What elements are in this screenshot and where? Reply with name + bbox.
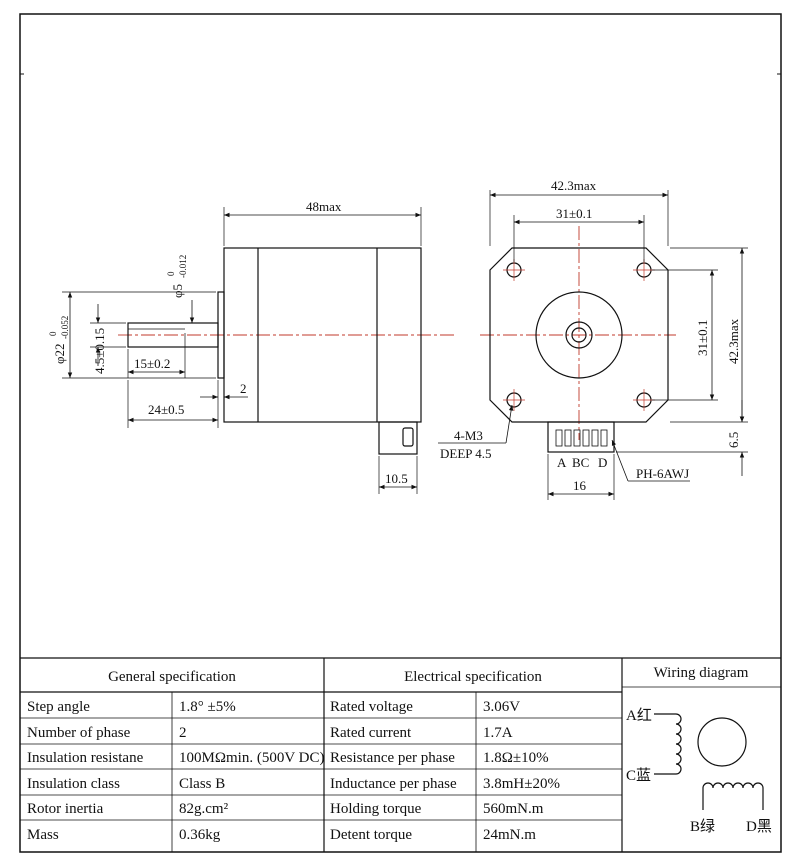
electrical-row-label: Holding torque [330, 801, 422, 817]
wire-label-d: D黑 [746, 819, 772, 835]
general-row-value: 1.8° ±5% [179, 699, 236, 715]
front-body [489, 247, 669, 423]
motor-body [223, 247, 422, 423]
general-row-label: Step angle [27, 699, 90, 715]
label-pin-bc: BC [572, 455, 589, 470]
label-connector-front: 16 [573, 478, 587, 493]
svg-text:0: 0 [48, 331, 58, 336]
svg-text:42.3max: 42.3max [726, 318, 741, 364]
front-connector [547, 421, 615, 453]
electrical-row-value: 3.8mH±20% [483, 776, 560, 792]
general-row-value: 82g.cm² [179, 801, 229, 817]
label-connector-offset: 6.5 [726, 432, 741, 448]
label-pin-a: A [557, 455, 567, 470]
label-flat-depth: 4.5±0.15 [92, 328, 107, 374]
label-flat-length: 15±0.2 [134, 356, 170, 371]
side-connector-latch [402, 427, 414, 447]
general-row-value: Class B [179, 776, 225, 792]
wire-label-a: A红 [626, 707, 652, 724]
electrical-row-value: 560mN.m [483, 801, 544, 817]
front-shaft-inner [571, 327, 587, 343]
general-spec-header: General specification [108, 669, 236, 685]
front-boss [535, 291, 623, 379]
svg-text:31±0.1: 31±0.1 [695, 320, 710, 356]
label-pin-d: D [598, 455, 607, 470]
general-row-value: 2 [179, 725, 187, 741]
general-row-label: Insulation resistane [27, 750, 144, 766]
general-row-label: Number of phase [27, 725, 131, 741]
front-shaft-outer [565, 321, 593, 349]
electrical-row-label: Detent torque [330, 827, 412, 843]
coil-ac [675, 713, 682, 775]
label-hole-pitch-v: 31±0.1 [695, 320, 710, 356]
outer-frame [19, 13, 782, 853]
label-48max: 48max [306, 199, 342, 214]
label-holes-2: DEEP 4.5 [440, 446, 492, 461]
electrical-row-value: 1.7A [483, 725, 513, 741]
electrical-row-label: Rated current [330, 725, 412, 741]
general-row-label: Insulation class [27, 776, 120, 792]
svg-text:6.5: 6.5 [726, 432, 741, 448]
svg-text:φ22: φ22 [52, 343, 67, 364]
wiring-diagram-header: Wiring diagram [654, 665, 749, 681]
spec-table [20, 657, 781, 852]
label-height-max: 42.3max [726, 318, 741, 364]
label-shaft-dia: φ5 0 -0.012 [166, 255, 188, 298]
general-row-label: Rotor inertia [27, 801, 104, 817]
label-hole-pitch-h: 31±0.1 [556, 206, 592, 221]
electrical-row-label: Resistance per phase [330, 750, 455, 766]
label-boss-height: 2 [240, 381, 247, 396]
electrical-row-label: Inductance per phase [330, 776, 457, 792]
wire-label-b: B绿 [690, 818, 715, 835]
svg-text:φ5: φ5 [170, 284, 185, 298]
general-row-value: 100MΩmin. (500V DC) [179, 750, 324, 766]
label-connector-model: PH-6AWJ [636, 466, 689, 481]
coil-bd [702, 782, 764, 789]
general-row-label: Mass [27, 827, 59, 843]
electrical-row-value: 24mN.m [483, 827, 536, 843]
rotor-symbol [697, 717, 747, 767]
label-holes-1: 4-M3 [454, 428, 483, 443]
svg-text:-0.052: -0.052 [60, 316, 70, 339]
label-width-max: 42.3max [551, 178, 597, 193]
electrical-row-value: 1.8Ω±10% [483, 750, 549, 766]
side-view [62, 207, 455, 494]
electrical-spec-header: Electrical specification [404, 669, 542, 685]
side-connector [378, 421, 418, 455]
svg-text:4.5±0.15: 4.5±0.15 [92, 328, 107, 374]
wire-label-c: C蓝 [626, 767, 651, 784]
general-row-value: 0.36kg [179, 827, 221, 843]
svg-text:0: 0 [166, 271, 176, 276]
label-shaft-length: 24±0.5 [148, 402, 184, 417]
leader-connector [611, 439, 629, 482]
wiring-diagram [654, 713, 764, 810]
electrical-row-value: 3.06V [483, 699, 520, 715]
electrical-row-label: Rated voltage [330, 699, 413, 715]
svg-text:-0.012: -0.012 [178, 255, 188, 278]
label-connector-side: 10.5 [385, 471, 408, 486]
front-view [438, 190, 748, 500]
label-boss-dia: φ22 0 -0.052 [48, 316, 70, 364]
